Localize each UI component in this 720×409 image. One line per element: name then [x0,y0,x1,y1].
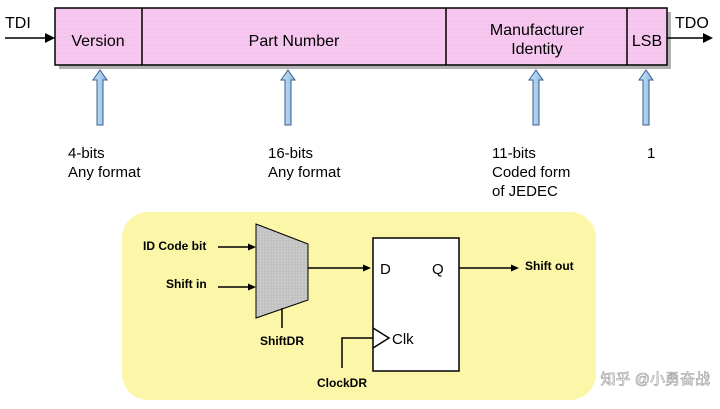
up-arrow-icon [92,69,108,126]
flipflop-box [372,237,460,372]
tdi-arrowhead-icon [45,33,55,43]
segment-version-label: Version [71,33,124,50]
watermark-text: 知乎 @小勇奋战 [601,371,710,388]
flipflop-q-label: Q [432,261,444,278]
desc-manufacturer-line1: 11-bits [492,145,536,162]
tdi-label: TDI [5,15,31,32]
mux-shape [255,223,309,319]
tdo-label: TDO [675,15,709,32]
shiftdr-label: ShiftDR [260,334,304,348]
clockdr-label: ClockDR [317,376,367,390]
segment-part-number-label: Part Number [249,33,340,50]
desc-part-line1: 16-bits [268,145,313,162]
segment-manufacturer-label-line2: Identity [511,41,563,58]
arrowhead-icon [511,264,519,272]
desc-manufacturer-line3: of JEDEC [492,183,558,200]
field-descriptions: 4-bits Any format 16-bits Any format 11-… [68,145,655,200]
tdo-arrowhead-icon [703,33,713,43]
segment-lsb-label: LSB [632,33,662,50]
flipflop-d-label: D [380,261,391,278]
flipflop-clk-label: Clk [392,331,414,348]
shift-in-label: Shift in [166,277,207,291]
arrowhead-icon [248,243,256,251]
shift-out-label: Shift out [525,259,574,273]
desc-part-line2: Any format [268,164,341,181]
desc-version-line2: Any format [68,164,141,181]
up-arrow-icon [638,69,654,126]
register-body [54,7,668,66]
id-register: Version Part Number Manufacturer Identit… [54,7,671,69]
cell-panel [122,212,596,400]
arrowhead-icon [363,264,371,272]
desc-lsb-line1: 1 [647,145,655,162]
up-arrow-icon [280,69,296,126]
desc-manufacturer-line2: Coded form [492,164,570,181]
up-arrow-icon [528,69,544,126]
arrowhead-icon [248,283,256,291]
clock-triangle-icon [372,327,391,349]
clockdr-line [341,337,373,368]
id-code-bit-label: ID Code bit [143,239,206,253]
desc-version-line1: 4-bits [68,145,105,162]
segment-manufacturer-label-line1: Manufacturer [490,22,585,39]
